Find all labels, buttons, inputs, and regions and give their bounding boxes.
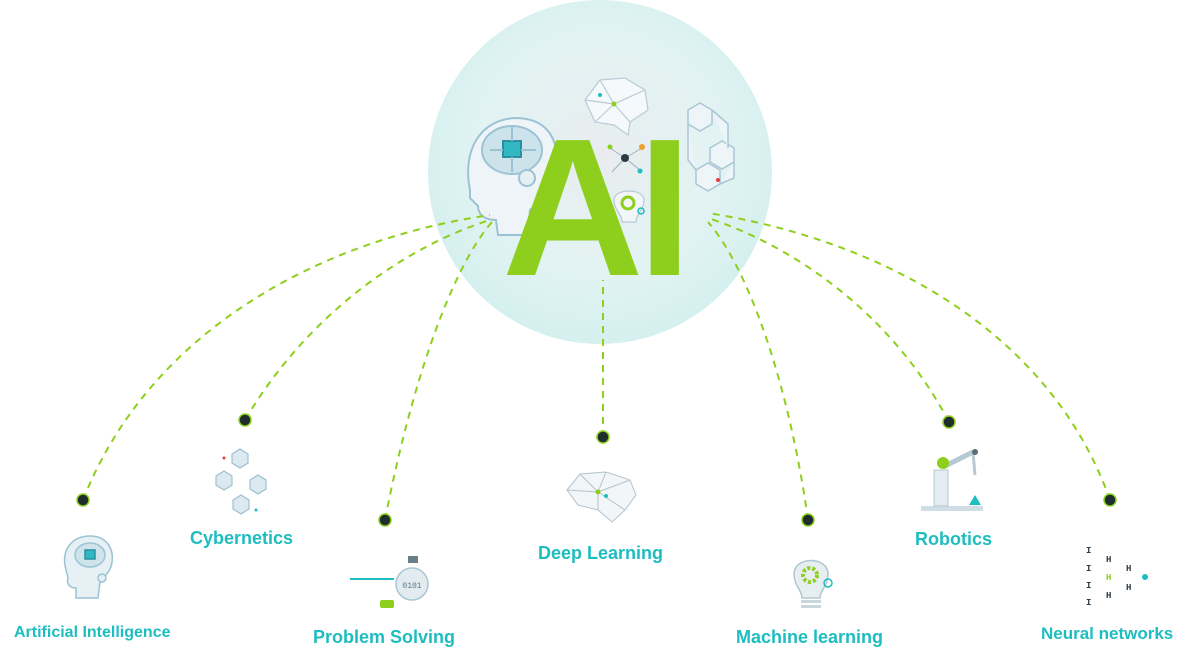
connectors [82,212,1111,521]
polygon-brain-icon [566,471,637,523]
svg-text:H: H [1106,591,1111,601]
svg-text:I: I [1086,581,1091,591]
gear-bulb-decor [613,190,645,223]
dot-robotics [942,415,956,429]
svg-text:I: I [1086,564,1091,574]
connector-machine-learning [707,221,809,521]
connector-neural-networks [707,212,1111,501]
hub-halo [428,0,772,344]
robot-arm-icon [921,449,983,511]
hub-title: AI [502,98,692,317]
dot-artificial-intelligence [76,493,90,507]
connector-robotics [707,217,950,423]
cubes-decor [687,102,735,192]
label-problem-solving: Problem Solving [313,627,456,647]
label-neural-networks: Neural networks [1041,624,1174,643]
svg-text:H: H [1106,555,1111,565]
dot-machine-learning [801,513,815,527]
svg-text:H: H [1126,583,1131,593]
gear-lightbulb-icon [793,559,833,608]
neural-graph-icon: I I I I H H H H H [1086,546,1148,608]
dot-neural-networks [1103,493,1117,507]
label-robotics: Robotics [915,529,993,549]
ai-head-icon [467,116,558,236]
connector-cybernetics [244,219,491,421]
polygon-brain-decor [584,77,649,137]
svg-text:H: H [1126,564,1131,574]
svg-text:0101: 0101 [402,582,421,591]
cubes-icon [215,448,267,515]
label-machine-learning: Machine learning [736,627,884,647]
node-dots [76,413,1117,527]
dot-deep-learning [596,430,610,444]
dot-cybernetics [238,413,252,427]
binary-coin-icon: 0101 [350,556,429,608]
svg-text:I: I [1086,546,1091,556]
molecule-decor [607,144,645,174]
dot-problem-solving [378,513,392,527]
connector-artificial-intelligence [82,214,491,501]
label-deep-learning: Deep Learning [538,543,664,563]
brain-head-icon [63,535,114,599]
svg-text:I: I [1086,598,1091,608]
label-cybernetics: Cybernetics [190,528,294,548]
svg-text:H: H [1106,573,1111,583]
label-artificial-intelligence: Artificial Intelligence [14,624,171,641]
connector-problem-solving [384,221,493,521]
